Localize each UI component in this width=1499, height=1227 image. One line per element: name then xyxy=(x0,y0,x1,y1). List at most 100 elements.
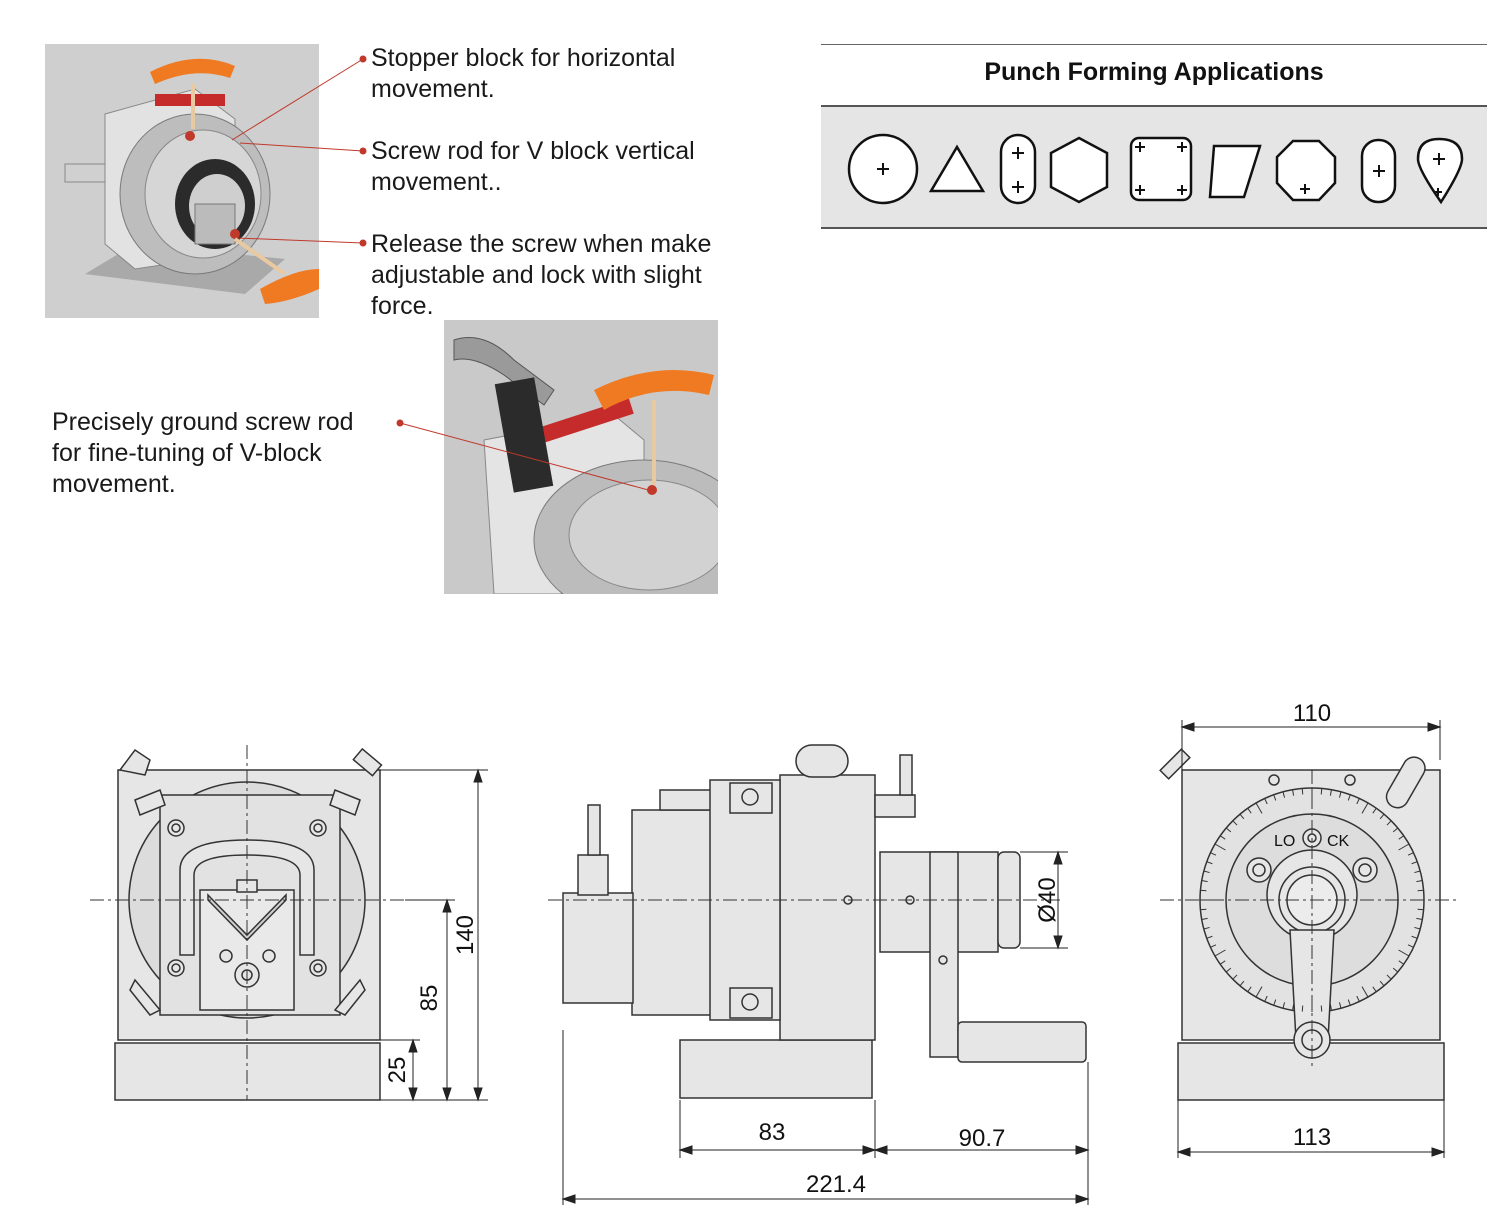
dial-tick xyxy=(1214,843,1226,851)
dial-tick xyxy=(1416,880,1423,883)
dial-tick xyxy=(1273,794,1277,801)
callout-screw-rod: Screw rod for V block vertical movement.… xyxy=(371,136,695,198)
product-photo-top xyxy=(45,44,319,318)
dial-tick xyxy=(1417,889,1424,892)
dim-side-handle-length: 90.7 xyxy=(959,1125,1006,1152)
dial-tick xyxy=(1398,843,1410,851)
dial-tick xyxy=(1219,960,1226,965)
applications-shapes xyxy=(847,133,1464,205)
small-obround-icon xyxy=(1360,138,1397,204)
dial-tick xyxy=(1225,967,1232,973)
dial-tick xyxy=(1347,999,1351,1006)
dial-tick xyxy=(1320,1005,1323,1012)
callout-stopper-block: Stopper block for horizontal movement. xyxy=(371,43,675,105)
callout-line: Screw rod for V block vertical xyxy=(371,137,695,165)
dial-tick xyxy=(1210,852,1217,856)
callout-line: Release the screw when make xyxy=(371,230,712,258)
dial-tick xyxy=(1338,791,1342,798)
dial-tick xyxy=(1372,807,1377,814)
dial-tick xyxy=(1292,1004,1295,1011)
callout-line: movement. xyxy=(371,75,495,103)
dial-tick xyxy=(1239,980,1245,987)
dial-tick xyxy=(1206,861,1213,865)
dial-tick xyxy=(1201,880,1208,883)
dial-tick xyxy=(1239,813,1245,820)
rear-view xyxy=(1159,748,1445,1101)
dial-tick xyxy=(1255,802,1263,814)
dial-tick xyxy=(1329,1004,1332,1011)
dial-tick xyxy=(1392,827,1399,833)
trapezoid-icon xyxy=(1208,144,1262,199)
dial-tick xyxy=(1416,917,1423,920)
callout-line: adjustable and lock with slight xyxy=(371,261,702,289)
dial-tick xyxy=(1264,798,1268,805)
dim-rear-top-width: 110 xyxy=(1293,700,1331,727)
applications-title: Punch Forming Applications xyxy=(984,58,1324,86)
dial-tick xyxy=(1210,944,1217,948)
front-view xyxy=(114,747,383,1101)
callout-line: Stopper block for horizontal xyxy=(371,44,676,72)
dial-tick xyxy=(1417,908,1424,911)
punch-former-illustration xyxy=(45,44,319,318)
dial-tick xyxy=(1255,986,1263,998)
circle-icon xyxy=(847,133,919,205)
callout-line: movement. xyxy=(52,470,176,498)
dial-tick xyxy=(1407,852,1414,856)
dial-tick xyxy=(1411,935,1418,939)
teardrop-icon xyxy=(1416,137,1464,205)
dial-tick xyxy=(1356,995,1360,1002)
octagon-icon xyxy=(1275,139,1337,202)
dial-tick xyxy=(1407,944,1414,948)
obround-icon xyxy=(999,133,1037,205)
dial-tick xyxy=(1301,788,1304,795)
applications-shapes-band xyxy=(821,105,1487,229)
dial-tick xyxy=(1200,908,1207,911)
dial-tick xyxy=(1232,820,1238,826)
dial-tick xyxy=(1214,949,1226,957)
dial-tick xyxy=(1372,986,1377,993)
rounded-square-icon xyxy=(1129,136,1193,202)
dial-tick xyxy=(1247,986,1252,993)
dial-tick xyxy=(1356,798,1360,805)
callout-release-screw: Release the screw when make adjustable a… xyxy=(371,229,711,322)
dial-tick xyxy=(1398,960,1405,965)
dial-tick xyxy=(1414,926,1421,930)
dial-tick xyxy=(1301,1005,1304,1012)
dial-tick xyxy=(1292,789,1295,796)
dial-tick xyxy=(1203,870,1210,874)
dial-tick xyxy=(1361,986,1369,998)
dial-tick xyxy=(1320,788,1323,795)
dial-tick xyxy=(1361,802,1369,814)
dial-tick xyxy=(1206,935,1213,939)
callout-line: movement.. xyxy=(371,168,502,196)
dim-front-height-base: 25 xyxy=(384,1057,411,1084)
dial-tick xyxy=(1398,949,1410,957)
dial-tick xyxy=(1411,861,1418,865)
dim-side-total-length: 221.4 xyxy=(806,1171,866,1198)
dial-tick xyxy=(1247,807,1252,814)
dial-tick xyxy=(1200,889,1207,892)
dial-tick xyxy=(1329,789,1332,796)
dim-side-diameter: Ø40 xyxy=(1034,877,1061,922)
dial-tick xyxy=(1273,999,1277,1006)
callout-precise-screw-rod: Precisely ground screw rod for fine-tuni… xyxy=(52,407,354,500)
dial-tick xyxy=(1282,791,1286,798)
dim-side-base-length: 83 xyxy=(759,1119,786,1146)
callout-line: force. xyxy=(371,292,434,320)
applications-top-rule xyxy=(821,44,1487,45)
lock-label-left: LO xyxy=(1274,833,1295,850)
dim-front-height-center: 85 xyxy=(416,985,443,1012)
dial-tick xyxy=(1201,917,1208,920)
callout-line: Precisely ground screw rod xyxy=(52,408,354,436)
product-photo-bottom xyxy=(444,320,718,594)
dial-tick xyxy=(1347,794,1351,801)
dial-tick xyxy=(1264,995,1268,1002)
dial-tick xyxy=(1392,967,1399,973)
dial-tick xyxy=(1225,827,1232,833)
dial-tick xyxy=(1379,980,1385,987)
dial-tick xyxy=(1379,813,1385,820)
dial-tick xyxy=(1414,870,1421,874)
dial-tick xyxy=(1232,974,1238,980)
callout-line: for fine-tuning of V-block xyxy=(52,439,322,467)
hexagon-icon xyxy=(1049,136,1109,204)
